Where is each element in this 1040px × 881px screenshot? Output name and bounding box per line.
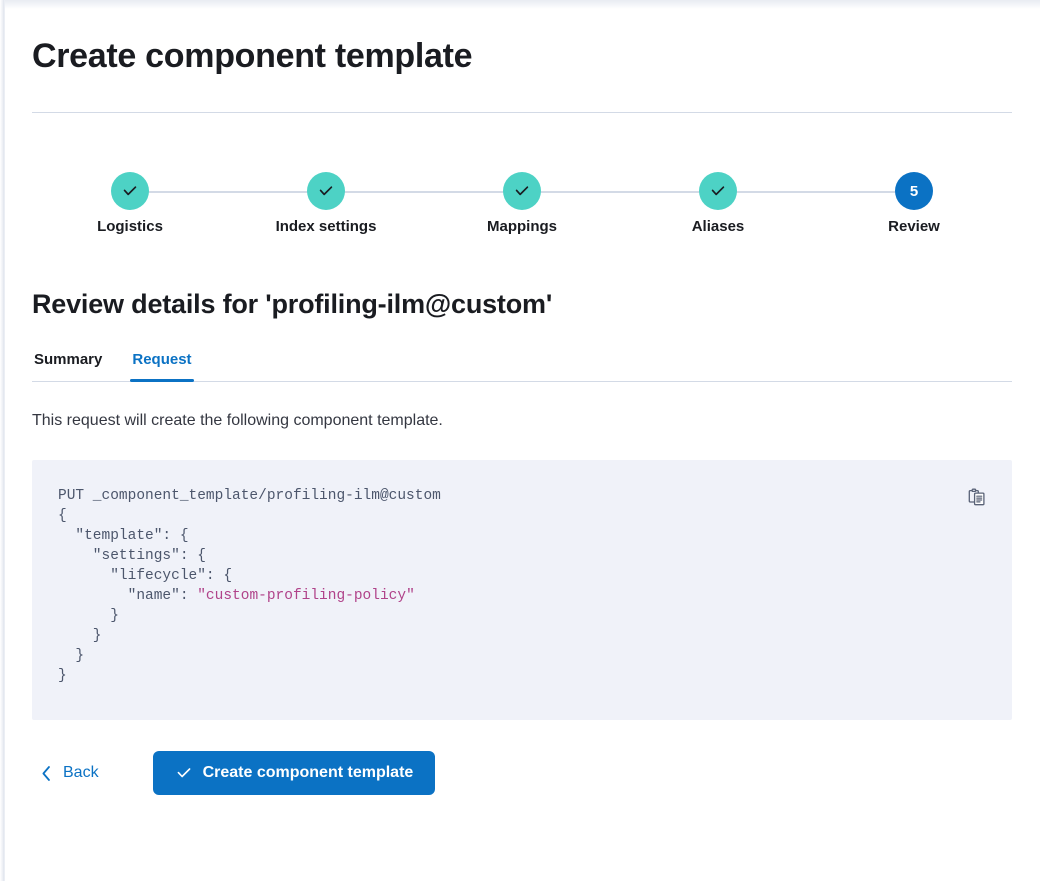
step-indicator-number: 5 [895,172,933,210]
back-button[interactable]: Back [32,758,111,788]
create-component-template-button[interactable]: Create component template [152,751,436,795]
back-button-label: Back [63,764,99,781]
request-description: This request will create the following c… [32,412,443,429]
tab-summary[interactable]: Summary [32,351,104,381]
review-tabs: Summary Request [32,351,1012,382]
step-indicator-complete [699,172,737,210]
wizard-footer: Back Create component template [32,751,1012,795]
page-content: Create component template Logistics [5,0,1040,795]
check-icon [709,182,727,200]
step-indicator-complete [503,172,541,210]
step-aliases[interactable]: Aliases [620,172,914,235]
copy-to-clipboard-button[interactable] [964,484,990,510]
wizard-stepper: Logistics Index settings [32,172,1012,235]
copy-clipboard-icon [967,487,987,507]
step-review[interactable]: 5 Review [816,172,1012,235]
request-code: PUT _component_template/profiling-ilm@cu… [58,488,441,684]
tab-request[interactable]: Request [130,351,194,382]
check-icon [175,764,193,782]
step-mappings[interactable]: Mappings [424,172,718,235]
step-connector [130,191,326,193]
step-indicator-complete [307,172,345,210]
step-connector [718,191,914,193]
page-title: Create component template [32,37,473,75]
step-label: Review [888,218,940,235]
step-label: Index settings [275,218,377,235]
step-indicator-complete [111,172,149,210]
request-code-panel: PUT _component_template/profiling-ilm@cu… [32,460,1012,720]
step-label: Logistics [97,218,163,235]
chevron-left-icon [40,765,53,782]
header-divider [32,112,1012,113]
review-heading: Review details for 'profiling-ilm@custom… [32,289,553,319]
step-connector [326,191,522,193]
check-icon [513,182,531,200]
step-connector [522,191,718,193]
create-component-template-label: Create component template [202,764,414,781]
step-label: Aliases [691,218,745,235]
step-index-settings[interactable]: Index settings [228,172,522,235]
check-icon [121,182,139,200]
step-label: Mappings [487,218,557,235]
step-logistics[interactable]: Logistics [32,172,326,235]
check-icon [317,182,335,200]
